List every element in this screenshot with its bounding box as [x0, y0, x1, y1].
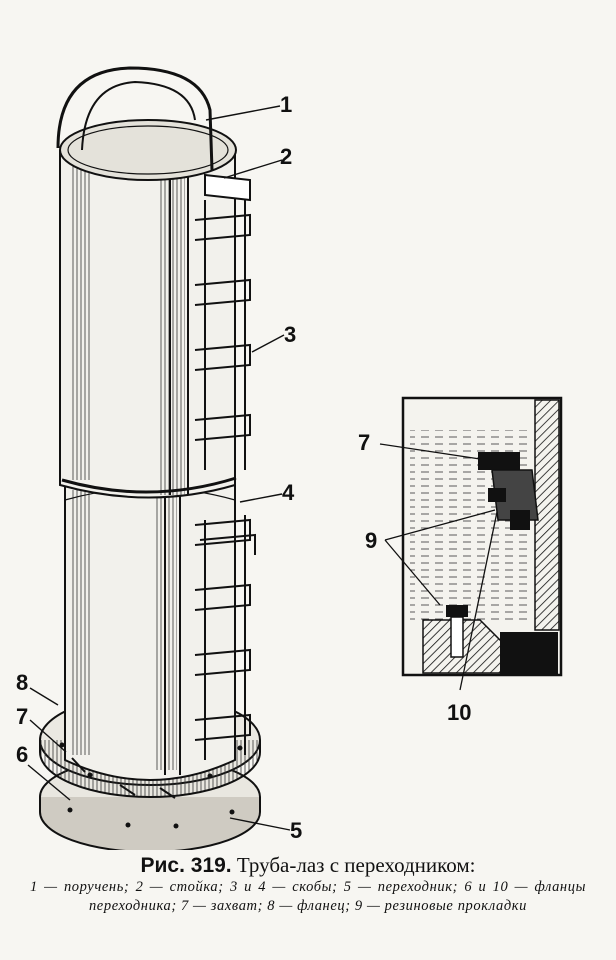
callout-7: 7 — [16, 704, 28, 729]
figure-legend: 1 — поручень; 2 — стойка; 3 и 4 — скобы;… — [30, 879, 586, 914]
caption-title-line: Рис. 319. Труба-лаз с переходником: — [20, 853, 596, 877]
upper-pipe-section — [56, 66, 251, 499]
lower-pipe-section — [64, 472, 256, 781]
callout-6: 6 — [16, 742, 28, 767]
callout-1: 1 — [280, 92, 292, 117]
callout-4: 4 — [282, 480, 295, 505]
callout-5: 5 — [290, 818, 302, 843]
pipe-assembly — [39, 66, 261, 850]
main-leader-lines — [27, 105, 291, 831]
callout-8: 8 — [16, 670, 28, 695]
inset-detail — [379, 396, 563, 691]
figure-title: Труба-лаз с переходником: — [236, 853, 476, 877]
inset-callout-7: 7 — [358, 430, 370, 455]
inset-callout-10: 10 — [447, 700, 471, 725]
figure-label: Рис. 319. — [140, 854, 232, 877]
pipe-manhole-illustration: 1 2 3 4 5 8 7 6 7 9 10 — [16, 66, 563, 850]
callout-3: 3 — [284, 322, 296, 347]
inset-callout-9: 9 — [365, 528, 377, 553]
callout-2: 2 — [280, 144, 292, 169]
figure-caption: Рис. 319. Труба-лаз с переходником: 1 — … — [20, 853, 596, 916]
